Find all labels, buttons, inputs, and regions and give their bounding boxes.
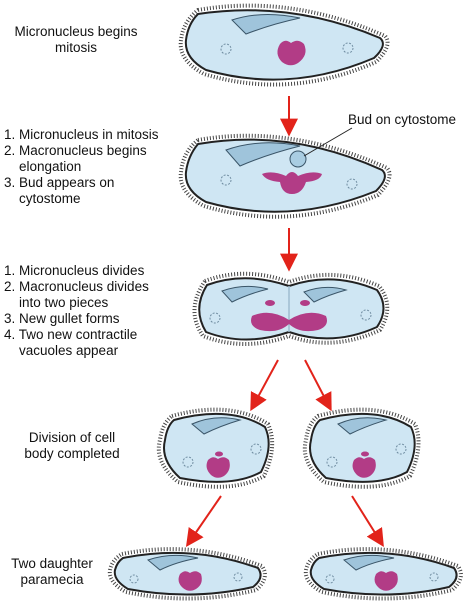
cell-1-vacuole-left [220, 43, 232, 55]
cell-stage-4-left [156, 407, 275, 489]
cell-3-macronucleus [251, 312, 327, 332]
cell-2-vacuole-right [346, 178, 358, 190]
cell-2-macronucleus [262, 172, 322, 194]
cell-5b-cilia [303, 547, 463, 601]
cell-3-vacuole-1 [209, 312, 221, 324]
arrow-4-left [185, 495, 222, 547]
stage-3-item-1: 1. Micronucleus divides [4, 263, 145, 278]
cell-5a-macronucleus [178, 571, 202, 591]
bud-label-text: Bud on cytostome [348, 112, 457, 127]
cell-5b-vacuole-right [429, 572, 439, 582]
cell-1-gullet [231, 13, 301, 35]
stage-5-label: Two daughter paramecia [0, 556, 104, 588]
stage-2-item-1: 1. Micronucleus in mitosis [4, 127, 159, 142]
cell-stage-1 [178, 3, 390, 87]
cell-stage-2 [178, 127, 392, 219]
cell-4b-body [309, 412, 416, 483]
bud-pointer-line [303, 127, 353, 157]
cell-3-cilia [192, 271, 390, 346]
cell-5a-vacuole-left [129, 574, 139, 584]
cell-4a-vacuole-left [182, 456, 194, 468]
stage-1-line-2: mitosis [54, 40, 97, 55]
cell-2-bud [289, 150, 307, 168]
cell-4a-macronucleus [206, 457, 230, 478]
cell-4b-vacuole-right [395, 443, 407, 455]
cell-1-vacuole-right [342, 42, 354, 54]
arrow-4-right [351, 495, 384, 548]
stage-1-line-1: Micronucleus begins [14, 24, 138, 39]
stage-3-item-2a: 2. Macronucleus divides [4, 279, 149, 294]
stage-3-item-4b: vacuoles appear [19, 343, 119, 358]
cell-1-macronucleus [277, 40, 306, 66]
bud-label: Bud on cytostome [348, 112, 456, 128]
stage-2-item-3b: cytostome [19, 191, 81, 206]
stage-1-label: Micronucleus begins mitosis [0, 24, 152, 56]
cell-4a-body [163, 412, 270, 483]
cell-4b-cilia [302, 407, 421, 489]
cell-4a-vacuole-right [250, 443, 262, 455]
stage-4-line-2: body completed [24, 446, 120, 461]
stage-5-line-2: paramecia [20, 572, 84, 587]
stage-2-list: 1. Micronucleus in mitosis 2. Macronucle… [4, 127, 159, 207]
arrow-3-right [304, 359, 332, 412]
stage-3-list: 1. Micronucleus divides 2. Macronucleus … [4, 263, 149, 359]
cell-2-vacuole-left [220, 174, 232, 186]
stage-4-line-1: Division of cell [28, 430, 116, 445]
stage-2-item-2b: elongation [19, 159, 82, 174]
cell-4a-micronucleus [215, 451, 223, 457]
cell-stage-4-right [302, 407, 421, 489]
cell-stage-3 [192, 271, 390, 346]
stage-3-item-4a: 4. Two new contractile [4, 327, 138, 342]
cell-3-gullet-left [221, 285, 269, 303]
cell-5b-gullet [342, 554, 395, 571]
stage-2-item-2a: 2. Macronucleus begins [4, 143, 147, 158]
stage-2-item-3a: 3. Bud appears on [4, 175, 115, 190]
cell-5b-vacuole-left [325, 574, 335, 584]
cell-5a-cilia [107, 547, 267, 601]
cell-3-body [198, 277, 385, 341]
cell-4a-gullet [191, 417, 242, 435]
cell-stage-5-left [107, 547, 267, 601]
cell-stage-5-right [303, 547, 463, 601]
cell-3-vacuole-4 [360, 309, 372, 321]
cell-2-gullet [225, 142, 301, 167]
cell-4b-vacuole-left [326, 456, 338, 468]
cell-3-gullet-right [303, 286, 348, 303]
cell-4b-micronucleus [361, 451, 369, 457]
stage-4-label: Division of cell body completed [8, 430, 136, 462]
cell-4b-gullet [337, 417, 388, 435]
cell-3-micronucleus-right [300, 300, 310, 306]
stage-3-item-3: 3. New gullet forms [4, 311, 120, 326]
cell-5a-vacuole-right [233, 572, 243, 582]
stage-5-line-1: Two daughter [11, 556, 93, 571]
arrow-3-left [250, 359, 279, 412]
stage-3-item-2b: into two pieces [19, 295, 109, 310]
cell-5b-macronucleus [374, 571, 398, 591]
cell-4b-macronucleus [352, 457, 376, 478]
cell-3-micronucleus-left [265, 300, 275, 306]
cell-5a-gullet [146, 554, 199, 571]
cell-1-cilia [178, 3, 390, 87]
